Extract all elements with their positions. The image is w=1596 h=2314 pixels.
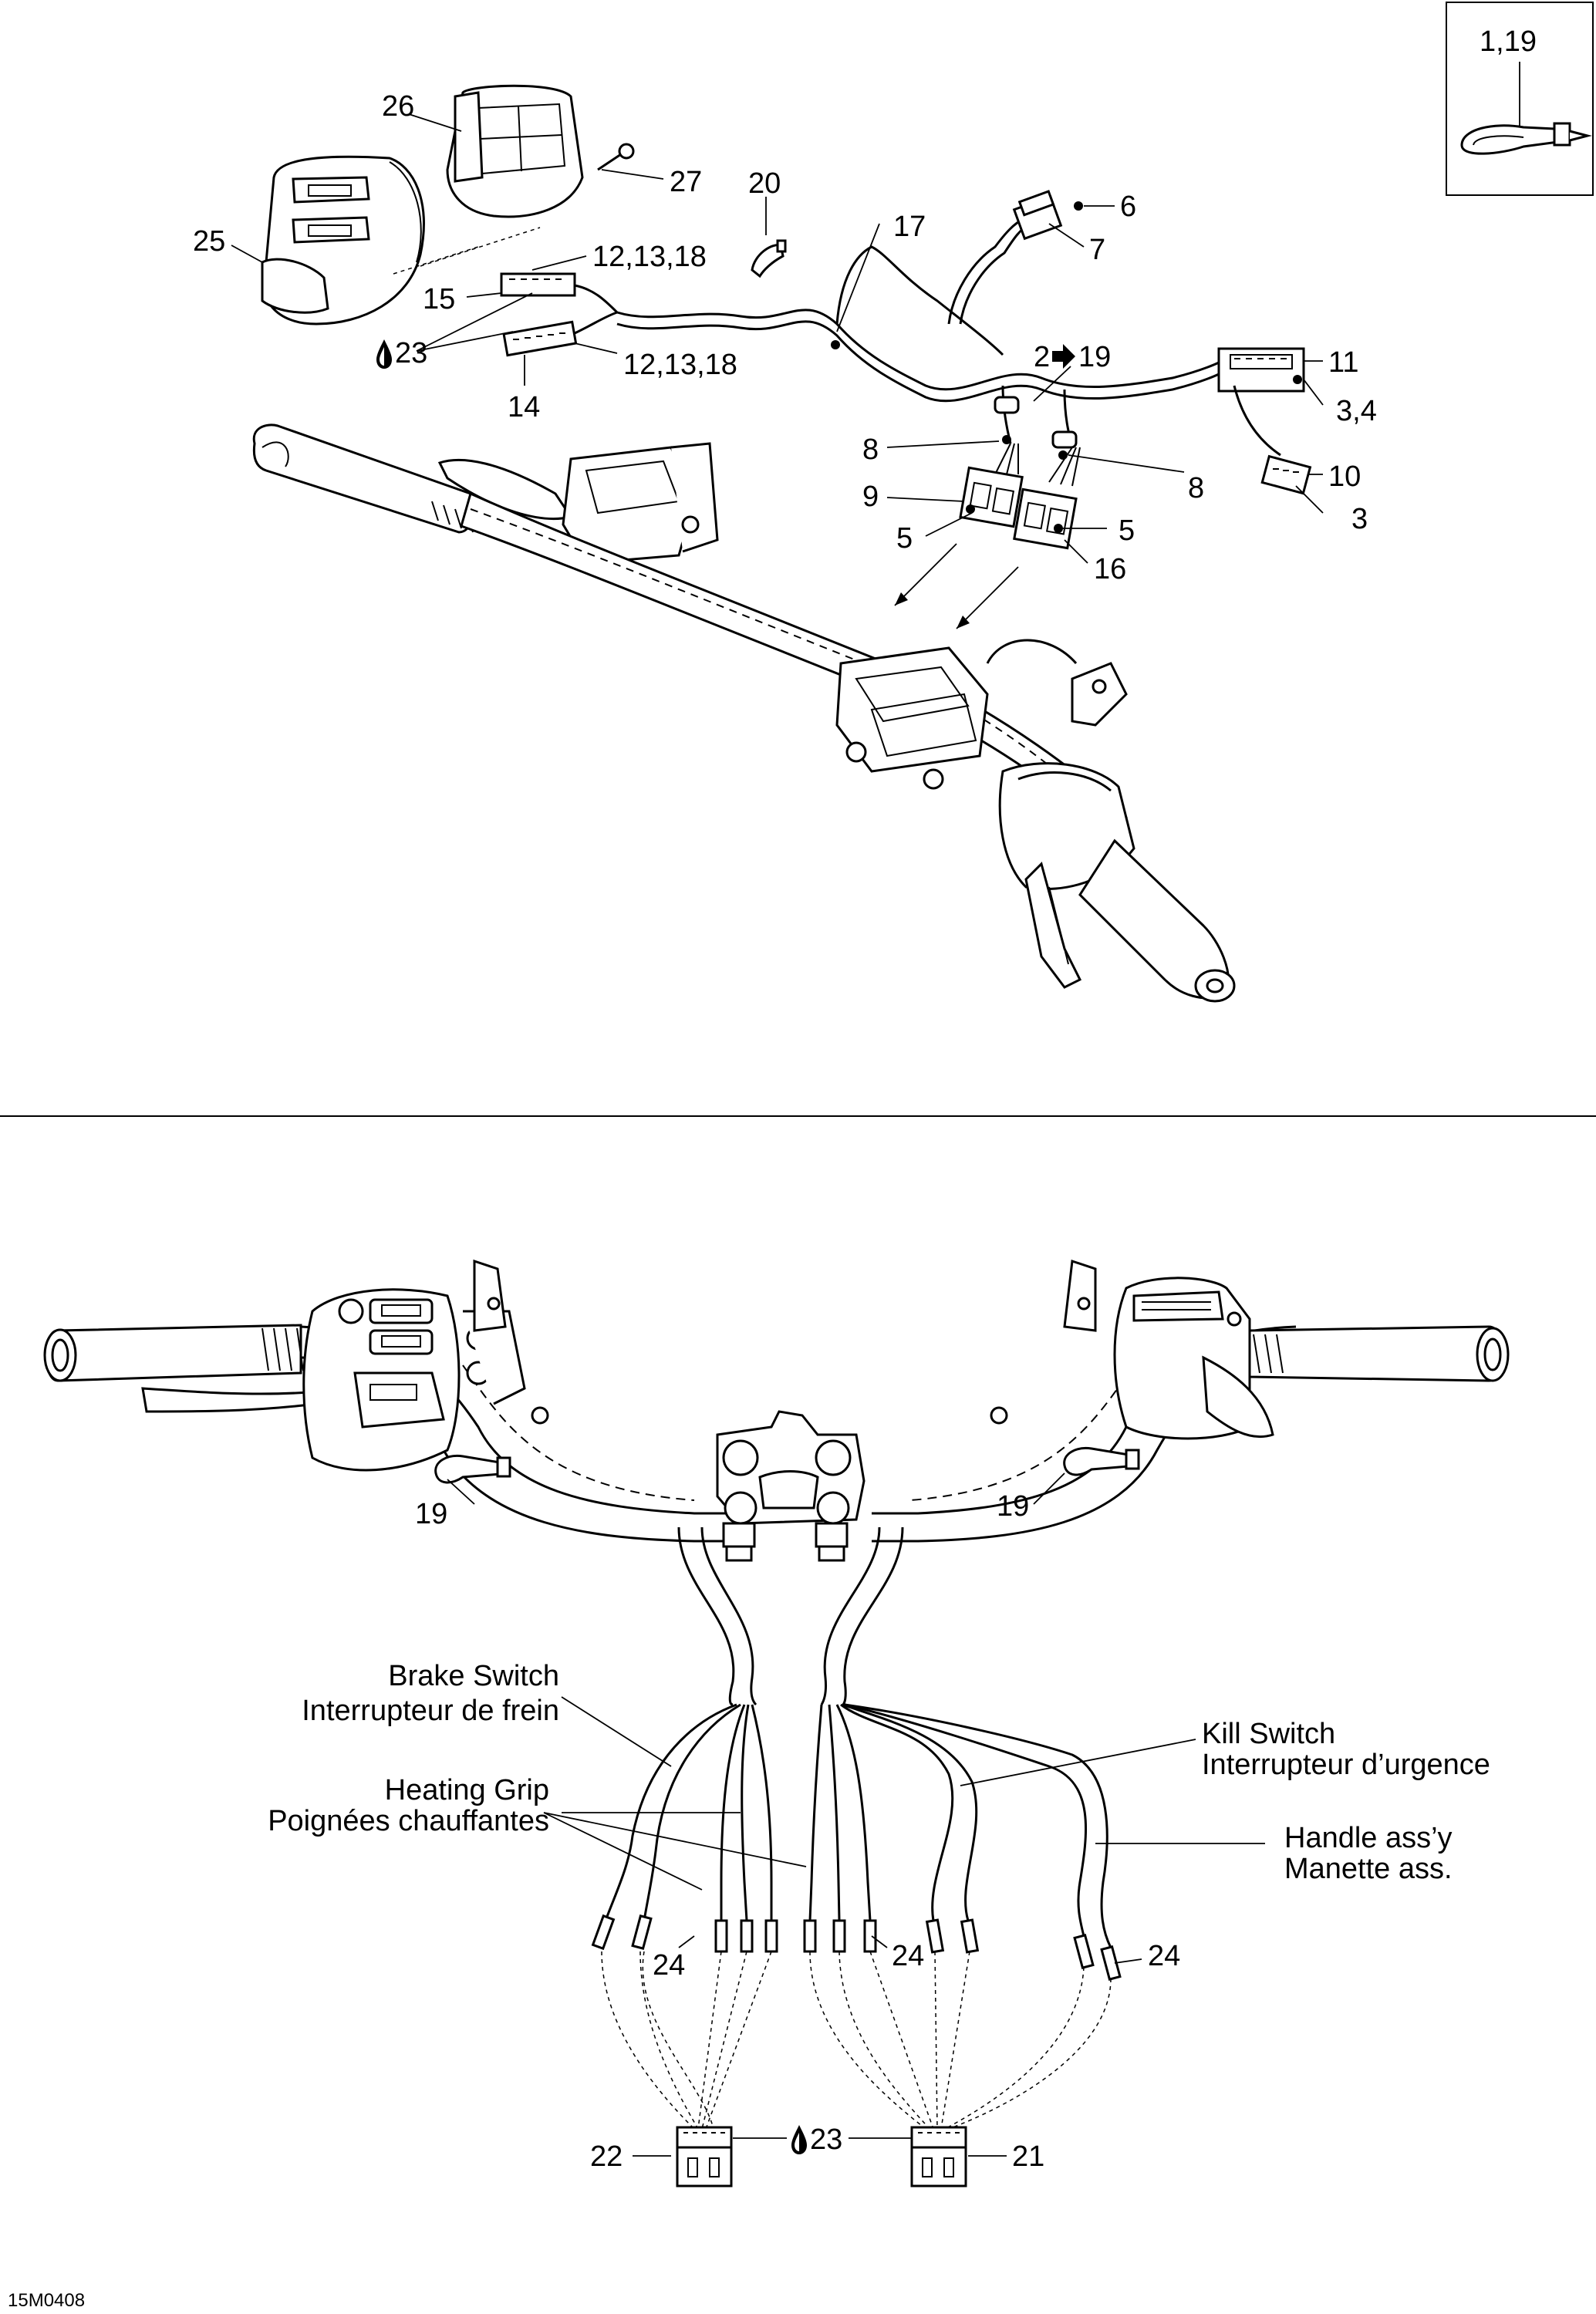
- callout-14: 14: [508, 391, 540, 423]
- svg-text:Brake Switch: Brake Switch: [388, 1660, 559, 1692]
- connector-15: [500, 272, 576, 297]
- callout-5-right: 5: [1119, 514, 1135, 547]
- svg-text:Heating Grip: Heating Grip: [385, 1774, 549, 1806]
- callout-11: 11: [1328, 346, 1358, 379]
- svg-text:Kill Switch: Kill Switch: [1202, 1718, 1335, 1750]
- callout-12-13-18-a: 12,13,18: [592, 241, 707, 273]
- svg-text:Handle ass’y: Handle ass’y: [1284, 1822, 1453, 1854]
- callout-10: 10: [1328, 460, 1361, 493]
- right-grip: [1248, 1325, 1510, 1382]
- top-exploded-view: 26 27 25 20 17 6 7 12,13,18 15 23 12,13,…: [193, 84, 1377, 1003]
- grease-drop-icon: [791, 2125, 807, 2154]
- connector-14: [502, 320, 578, 357]
- connector-9: [959, 466, 1024, 528]
- svg-text:Poignées chauffantes: Poignées chauffantes: [268, 1805, 549, 1837]
- callout-23-top: 23: [376, 337, 427, 369]
- callout-16: 16: [1094, 553, 1126, 585]
- center-clamp: [716, 1410, 865, 1562]
- svg-text:Interrupteur d’urgence: Interrupteur d’urgence: [1202, 1749, 1490, 1781]
- rear-cover-26: [446, 84, 584, 218]
- inset-label: 1,19: [1480, 25, 1537, 58]
- heating-grip-label: Heating Grip Poignées chauffantes: [268, 1774, 549, 1837]
- callout-3: 3: [1351, 503, 1368, 535]
- callout-22: 22: [590, 2140, 623, 2173]
- grease-drop-icon: [376, 339, 392, 369]
- connector-21: [910, 2126, 967, 2188]
- handle-assy-label: Handle ass’y Manette ass.: [1284, 1822, 1453, 1885]
- left-switch-housing: [302, 1288, 526, 1472]
- callout-24-left: 24: [653, 1949, 685, 1982]
- handlebar-angled: [252, 423, 1236, 1003]
- callout-24-right: 24: [1148, 1940, 1180, 1972]
- cable-tie-20: [751, 239, 787, 278]
- callout-12-13-18-b: 12,13,18: [623, 349, 737, 381]
- callout-9: 9: [862, 481, 879, 513]
- svg-text:2: 2: [1034, 341, 1050, 373]
- bottom-handlebar-view: 19 19 24 24 24 22 23 21 Brake Switch Int…: [43, 1259, 1510, 2188]
- screw-27: [597, 143, 635, 171]
- callout-23-top-text: 23: [395, 337, 427, 369]
- callout-7: 7: [1089, 234, 1105, 266]
- callout-19-right: 19: [997, 1490, 1029, 1523]
- connector-10: [1260, 454, 1312, 495]
- cable-tie-19-left: [434, 1454, 511, 1484]
- callout-26: 26: [382, 90, 414, 123]
- kill-switch-label: Kill Switch Interrupteur d’urgence: [1202, 1718, 1490, 1781]
- callout-21: 21: [1012, 2140, 1044, 2173]
- callout-15: 15: [423, 283, 455, 315]
- main-harness-17: [616, 218, 1220, 403]
- svg-text:Interrupteur de frein: Interrupteur de frein: [302, 1695, 559, 1727]
- connector-11: [1217, 347, 1305, 393]
- callout-8-left: 8: [862, 433, 879, 466]
- callout-27: 27: [670, 166, 702, 198]
- cable-tie-19-right: [1063, 1446, 1140, 1476]
- left-grip: [43, 1324, 315, 1382]
- right-throttle-housing: [1113, 1277, 1274, 1440]
- callout-20: 20: [748, 167, 781, 200]
- callout-5-left: 5: [896, 522, 913, 555]
- callout-17: 17: [893, 211, 926, 243]
- cable-tie-icon: [1460, 122, 1592, 155]
- arrow-right-icon: [1052, 344, 1075, 369]
- callout-23-bottom: 23: [791, 2123, 842, 2156]
- svg-text:Manette ass.: Manette ass.: [1284, 1853, 1453, 1885]
- callout-8-right: 8: [1188, 472, 1204, 504]
- callout-19-left: 19: [415, 1498, 447, 1530]
- switch-housing-25: [261, 155, 425, 326]
- callout-25: 25: [193, 225, 225, 258]
- brake-switch-label: Brake Switch Interrupteur de frein: [302, 1660, 559, 1727]
- connector-16: [1013, 487, 1078, 550]
- connector-22: [676, 2126, 733, 2188]
- figure-code: 15M0408: [8, 2290, 85, 2311]
- callout-6: 6: [1120, 191, 1136, 223]
- callout-2-to-19: 2 19: [1034, 341, 1111, 373]
- callout-24-middle: 24: [892, 1940, 924, 1972]
- connector-6-7: [1012, 190, 1083, 241]
- callout-3-4: 3,4: [1336, 395, 1377, 427]
- routing-dashed-lines: [601, 1951, 1112, 2130]
- callout-23-bottom-text: 23: [810, 2123, 842, 2156]
- svg-text:19: 19: [1078, 341, 1111, 373]
- inset-box: 1,19: [1446, 2, 1594, 196]
